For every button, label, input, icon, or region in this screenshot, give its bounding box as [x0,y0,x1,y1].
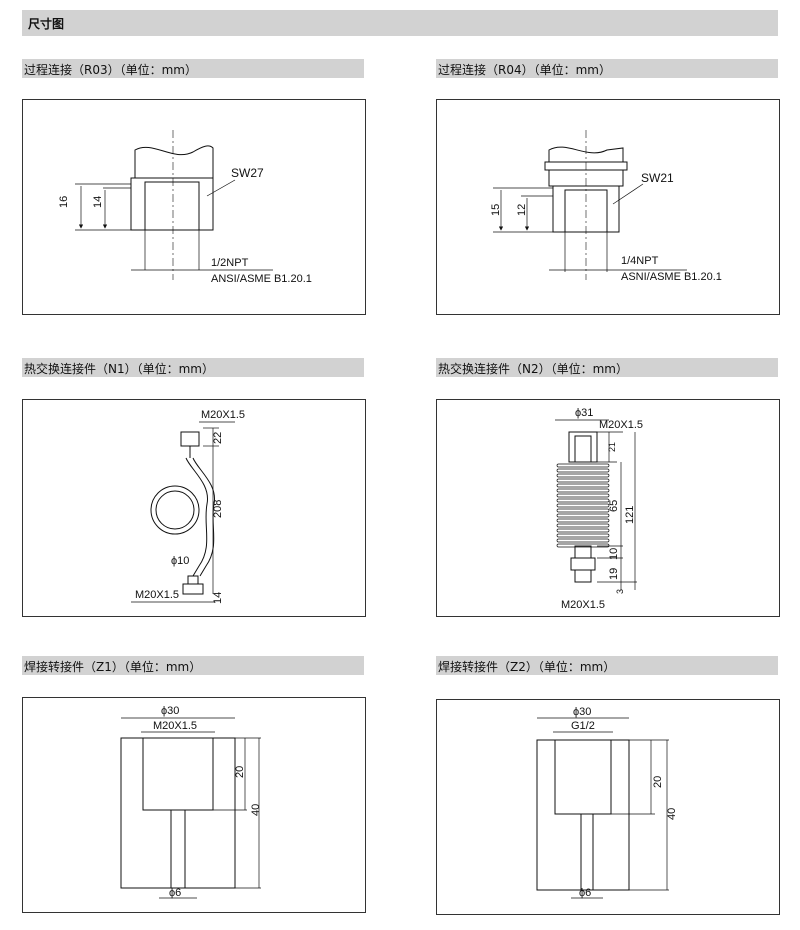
dim-n1-tube: ϕ10 [171,555,189,567]
n2-fin [556,528,610,533]
dim-n2-thread-bottom: M20X1.5 [561,599,605,611]
drawing-panel-n1: M20X1.5 22 208 ϕ10 M20X1.5 14 [22,399,366,617]
dim-n2-3: 3 [615,589,625,594]
dim-n2-thread-top: M20X1.5 [599,419,643,431]
n2-fin [556,483,610,488]
section-title-z2-text: 焊接转接件（Z2）（单位：mm） [438,660,616,674]
dim-n1-208: 208 [212,500,224,518]
dim-z2-40: 40 [666,808,678,820]
n2-fin [556,518,610,523]
dim-z2-hole: ϕ6 [579,887,591,899]
drawing-n1: M20X1.5 22 208 ϕ10 M20X1.5 14 [131,409,245,604]
dim-z1-40: 40 [250,804,262,816]
dim-n1-thread-bottom: M20X1.5 [135,589,179,601]
dim-r03-thread: 1/2NPT [211,257,249,269]
n2-fin [556,508,610,513]
drawing-r03: 16 14 SW27 1/2NPT ANSI/ASME B1.20.1 [58,130,312,285]
drawing-r04: 15 12 SW21 1/4NPT ASNI/ASME B1.20.1 [490,130,722,283]
section-title-z1-text: 焊接转接件（Z1）（单位：mm） [24,660,202,674]
drawing-panel-n2: ϕ31 M20X1.5 21 65 121 10 19 3 M20X1.5 [436,399,780,617]
section-title-r04: 过程连接（R04）（单位：mm） [436,59,778,78]
drawing-panel-r04: 15 12 SW21 1/4NPT ASNI/ASME B1.20.1 [436,99,780,315]
dim-z1-diameter: ϕ30 [161,705,179,717]
dim-n2-diameter: ϕ31 [575,407,593,419]
dim-r04-thread: 1/4NPT [621,255,659,267]
n2-fin [556,488,610,493]
dim-r04-15: 15 [490,204,502,216]
dim-z2-diameter: ϕ30 [573,706,591,718]
drawing-z1: ϕ30 M20X1.5 20 40 ϕ6 [120,705,262,899]
dim-z2-20: 20 [652,776,664,788]
section-title-n2: 热交换连接件（N2）（单位：mm） [436,358,778,377]
n2-fin [556,513,610,518]
dim-z1-hole: ϕ6 [169,887,181,899]
drawing-n2: ϕ31 M20X1.5 21 65 121 10 19 3 M20X1.5 [555,407,643,611]
dim-r03-standard: ANSI/ASME B1.20.1 [211,273,312,285]
dim-n1-thread-top: M20X1.5 [201,409,245,421]
n2-fin [556,478,610,483]
n2-cooling-fins [556,463,610,548]
n2-fin [556,523,610,528]
dim-r04-12: 12 [516,204,528,216]
n2-fin [556,468,610,473]
n2-fin [556,473,610,478]
n2-fin [556,498,610,503]
drawing-panel-z2: ϕ30 G1/2 20 40 ϕ6 [436,699,780,915]
dim-r03-sw: SW27 [231,166,264,180]
section-title-z1: 焊接转接件（Z1）（单位：mm） [22,656,364,675]
section-title-n1: 热交换连接件（N1）（单位：mm） [22,358,364,377]
dim-n2-65: 65 [608,500,620,512]
n2-fin [556,503,610,508]
dim-n2-19: 19 [608,568,620,580]
page-header-title: 尺寸图 [28,17,65,31]
dim-n1-22: 22 [212,432,224,444]
section-title-r03-text: 过程连接（R03）（单位：mm） [24,63,197,77]
dim-r03-16: 16 [58,196,70,208]
dim-z1-20: 20 [234,766,246,778]
n2-fin [556,493,610,498]
dim-z1-thread: M20X1.5 [153,720,197,732]
section-title-r03: 过程连接（R03）（单位：mm） [22,59,364,78]
dim-r03-14: 14 [92,196,104,208]
dim-n2-10: 10 [608,548,620,560]
dim-r04-standard: ASNI/ASME B1.20.1 [621,271,722,283]
n2-fin [556,538,610,543]
drawing-panel-r03: 16 14 SW27 1/2NPT ANSI/ASME B1.20.1 [22,99,366,315]
section-title-z2: 焊接转接件（Z2）（单位：mm） [436,656,778,675]
dim-z2-thread: G1/2 [571,720,595,732]
dim-n2-21: 21 [607,442,617,452]
drawing-z2: ϕ30 G1/2 20 40 ϕ6 [536,706,678,899]
n2-fin [556,463,610,468]
page-header: 尺寸图 [22,10,778,36]
dim-n2-121: 121 [624,506,636,524]
section-title-n1-text: 热交换连接件（N1）（单位：mm） [24,362,214,376]
drawing-panel-z1: ϕ30 M20X1.5 20 40 ϕ6 [22,697,366,913]
section-title-r04-text: 过程连接（R04）（单位：mm） [438,63,611,77]
n2-fin [556,533,610,538]
dim-n1-14: 14 [212,592,224,604]
section-title-n2-text: 热交换连接件（N2）（单位：mm） [438,362,628,376]
dim-r04-sw: SW21 [641,171,674,185]
